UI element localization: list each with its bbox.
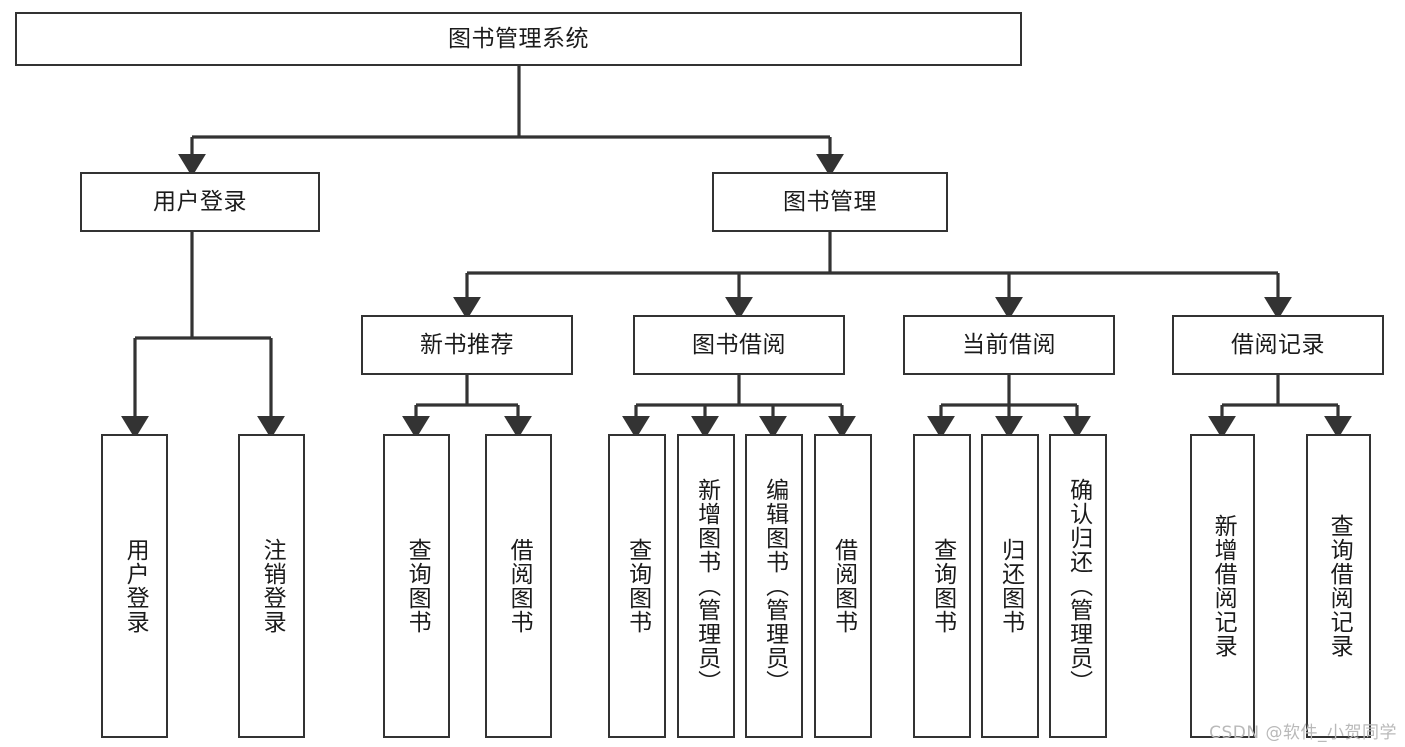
node-leaf-borrow-book-1-label: 借阅图书 xyxy=(506,538,533,634)
node-current-borrow[interactable]: 当前借阅 xyxy=(903,315,1115,375)
node-user-login[interactable]: 用户登录 xyxy=(80,172,320,232)
node-leaf-add-record-label: 新增借阅记录 xyxy=(1210,514,1237,658)
node-borrow-record-label: 借阅记录 xyxy=(1231,331,1325,358)
node-book-manage-label: 图书管理 xyxy=(783,188,877,215)
node-leaf-query-book-2[interactable]: 查询图书 xyxy=(608,434,666,738)
node-leaf-logout-label: 注销登录 xyxy=(259,538,286,634)
node-leaf-borrow-book-2-label: 借阅图书 xyxy=(830,538,857,634)
node-leaf-borrow-book-1[interactable]: 借阅图书 xyxy=(485,434,552,738)
node-book-borrow[interactable]: 图书借阅 xyxy=(633,315,845,375)
node-leaf-return-book-label: 归还图书 xyxy=(997,538,1024,634)
node-leaf-return-book[interactable]: 归还图书 xyxy=(981,434,1039,738)
node-leaf-query-record-label: 查询借阅记录 xyxy=(1326,514,1353,658)
node-borrow-record[interactable]: 借阅记录 xyxy=(1172,315,1384,375)
node-leaf-query-book-1-label: 查询图书 xyxy=(404,538,431,634)
node-new-book-rec-label: 新书推荐 xyxy=(420,331,514,358)
node-book-manage[interactable]: 图书管理 xyxy=(712,172,948,232)
node-leaf-query-record[interactable]: 查询借阅记录 xyxy=(1306,434,1371,738)
node-leaf-add-record[interactable]: 新增借阅记录 xyxy=(1190,434,1255,738)
node-leaf-user-login-label: 用户登录 xyxy=(122,538,149,634)
node-leaf-confirm-return-label: 确认归还（管理员） xyxy=(1065,478,1092,694)
node-leaf-add-book-label: 新增图书（管理员） xyxy=(693,478,720,694)
node-current-borrow-label: 当前借阅 xyxy=(962,331,1056,358)
watermark-text: CSDN @软件_小贺同学 xyxy=(1209,723,1397,743)
node-user-login-label: 用户登录 xyxy=(153,188,247,215)
node-leaf-borrow-book-2[interactable]: 借阅图书 xyxy=(814,434,872,738)
node-leaf-user-login[interactable]: 用户登录 xyxy=(101,434,168,738)
node-leaf-query-book-3[interactable]: 查询图书 xyxy=(913,434,971,738)
node-leaf-query-book-1[interactable]: 查询图书 xyxy=(383,434,450,738)
node-root[interactable]: 图书管理系统 xyxy=(15,12,1022,66)
node-leaf-logout[interactable]: 注销登录 xyxy=(238,434,305,738)
node-leaf-edit-book-label: 编辑图书（管理员） xyxy=(761,478,788,694)
node-book-borrow-label: 图书借阅 xyxy=(692,331,786,358)
node-leaf-query-book-2-label: 查询图书 xyxy=(624,538,651,634)
node-leaf-confirm-return[interactable]: 确认归还（管理员） xyxy=(1049,434,1107,738)
node-new-book-rec[interactable]: 新书推荐 xyxy=(361,315,573,375)
node-root-label: 图书管理系统 xyxy=(448,25,589,52)
node-leaf-query-book-3-label: 查询图书 xyxy=(929,538,956,634)
node-leaf-edit-book[interactable]: 编辑图书（管理员） xyxy=(745,434,803,738)
node-leaf-add-book[interactable]: 新增图书（管理员） xyxy=(677,434,735,738)
